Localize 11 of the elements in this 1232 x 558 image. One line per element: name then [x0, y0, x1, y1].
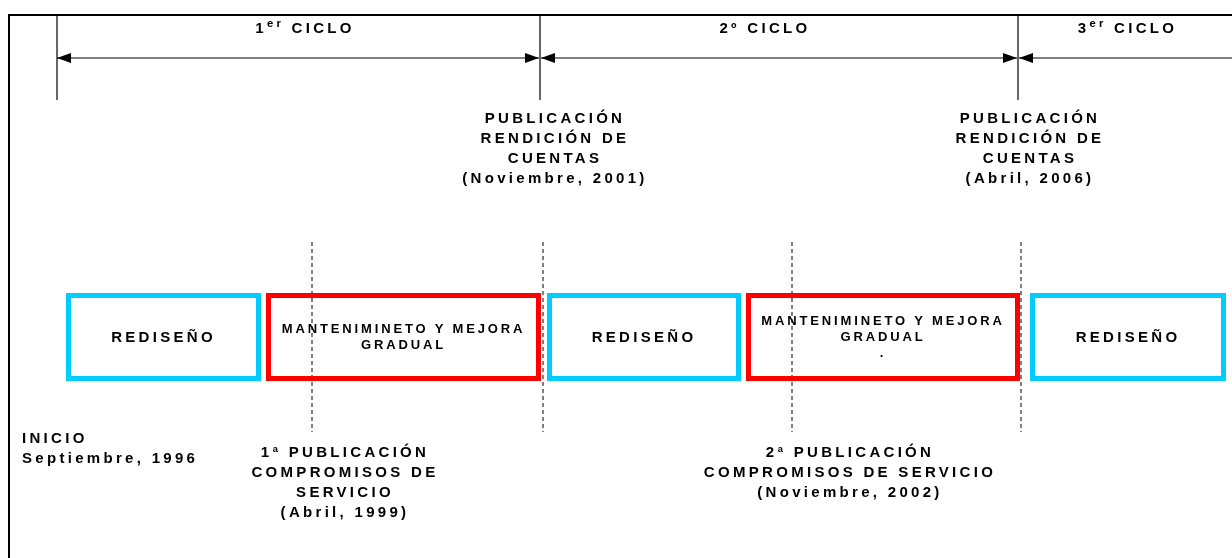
phase-label: REDISEÑO — [1074, 327, 1182, 347]
phase-box — [66, 293, 261, 381]
phase-label: MANTENIMINETO Y MEJORA GRADUAL — [760, 312, 1006, 346]
phase-label: . — [878, 345, 888, 362]
phase-box — [547, 293, 741, 381]
phase-box — [746, 293, 1020, 381]
phase-label: MANTENIMINETO Y MEJORA GRADUAL — [280, 320, 527, 354]
phase-box — [1030, 293, 1226, 381]
phase-label: REDISEÑO — [590, 327, 698, 347]
phase-label: REDISEÑO — [110, 327, 217, 347]
phase-box — [266, 293, 541, 381]
